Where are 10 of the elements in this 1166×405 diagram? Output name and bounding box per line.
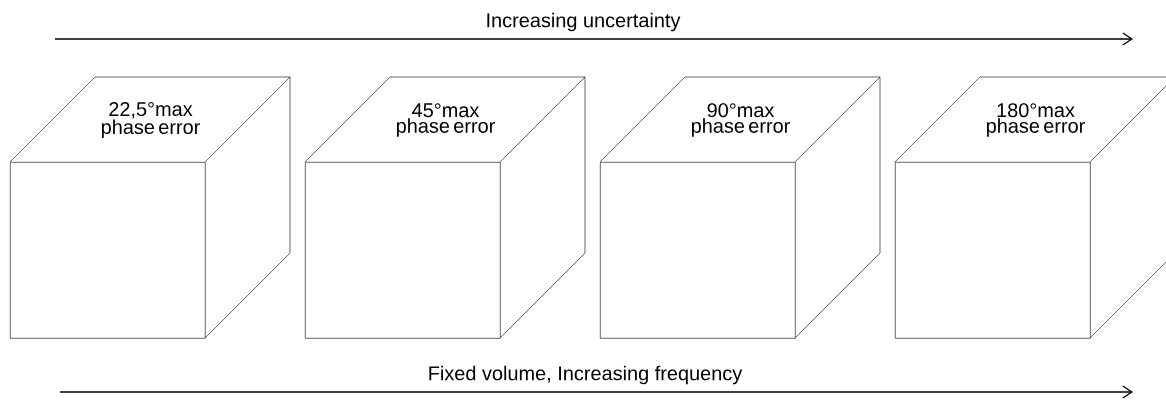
node-label: 22,5°max phase error <box>101 101 200 139</box>
axis-label: Increasing uncertainty <box>487 12 681 32</box>
cube: 180°max phase error <box>894 76 1166 339</box>
node-label: 45°max phase error <box>396 103 495 137</box>
cube: 90°max phase error <box>599 76 881 339</box>
node-label: 90°max phase error <box>691 103 790 137</box>
node-label: 180°max phase error <box>986 103 1085 137</box>
cube: 22,5°max phase error <box>9 76 291 339</box>
cube: 45°max phase error <box>304 76 586 339</box>
axis-label: Fixed volume, Increasing frequency <box>429 365 743 385</box>
